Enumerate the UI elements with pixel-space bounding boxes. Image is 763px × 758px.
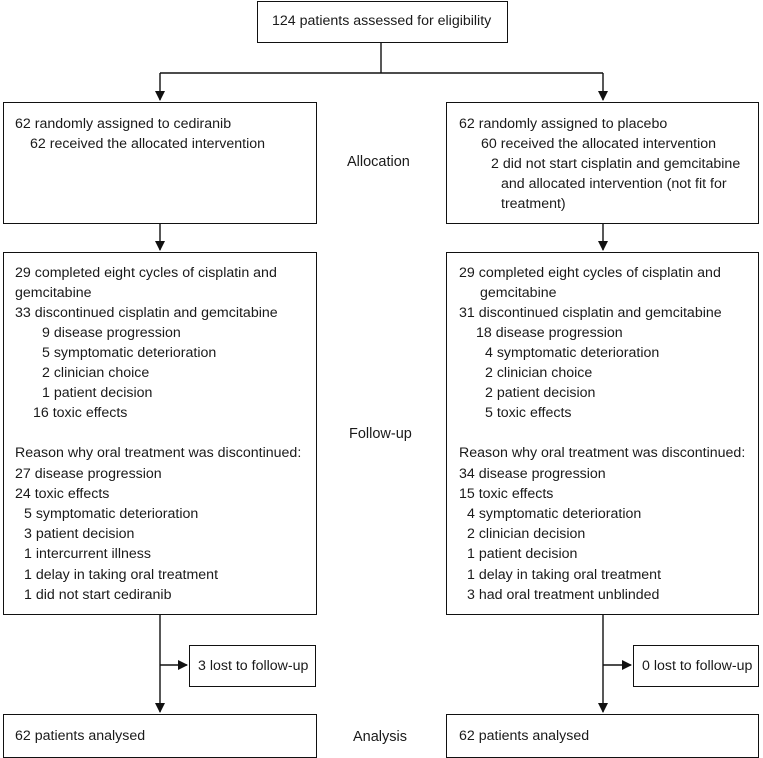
right-allocation-line: treatment) xyxy=(501,196,566,212)
right-followup-line: 4 symptomatic deterioration xyxy=(485,345,660,361)
right-followup-line: 15 toxic effects xyxy=(459,486,554,502)
left-followup-box: 29 completed eight cycles of cisplatin a… xyxy=(3,252,317,615)
left-followup-line: 2 clinician choice xyxy=(42,365,150,381)
right-analysis-box: 62 patients analysed xyxy=(446,714,759,758)
right-followup-line: 2 clinician choice xyxy=(485,365,593,381)
left-followup-line: 27 disease progression xyxy=(15,466,162,482)
right-followup-box: 29 completed eight cycles of cisplatin a… xyxy=(446,252,759,615)
right-followup-line: 2 clinician decision xyxy=(467,526,586,542)
stage-label-allocation: Allocation xyxy=(347,154,410,170)
left-followup-line: 1 delay in taking oral treatment xyxy=(24,567,219,583)
right-followup-line: 5 toxic effects xyxy=(485,405,572,421)
right-followup-line: 2 patient decision xyxy=(485,385,596,401)
stage-label-follow-up: Follow-up xyxy=(349,426,412,442)
left-followup-line: 1 patient decision xyxy=(42,385,153,401)
right-followup-line: 3 had oral treatment unblinded xyxy=(467,587,660,603)
right-followup-line: gemcitabine xyxy=(480,285,557,301)
stage-label-analysis: Analysis xyxy=(353,729,407,745)
left-allocation-line: 62 randomly assigned to cediranib xyxy=(15,116,232,132)
left-followup-line: Reason why oral treatment was discontinu… xyxy=(15,445,302,461)
right-allocation-line: 2 did not start cisplatin and gemcitabin… xyxy=(491,156,741,172)
left-followup-line: 9 disease progression xyxy=(42,325,181,341)
left-followup-line: 5 symptomatic deterioration xyxy=(42,345,217,361)
left-followup-line: 1 did not start cediranib xyxy=(24,587,172,603)
left-lost-text: 3 lost to follow-up xyxy=(198,658,309,674)
left-followup-line: 29 completed eight cycles of cisplatin a… xyxy=(15,265,277,281)
left-followup-line: gemcitabine xyxy=(15,285,92,301)
left-allocation-box: 62 randomly assigned to cediranib 62 rec… xyxy=(3,102,317,224)
right-allocation-box: 62 randomly assigned to placebo 60 recei… xyxy=(446,102,759,224)
right-allocation-line: 60 received the allocated intervention xyxy=(481,136,717,152)
right-followup-line: 29 completed eight cycles of cisplatin a… xyxy=(459,265,721,281)
right-followup-line: 31 discontinued cisplatin and gemcitabin… xyxy=(459,305,722,321)
eligibility-text: 124 patients assessed for eligibility xyxy=(272,13,492,29)
right-allocation-line: 62 randomly assigned to placebo xyxy=(459,116,668,132)
right-followup-line: 18 disease progression xyxy=(476,325,623,341)
right-analysis-text: 62 patients analysed xyxy=(459,728,590,744)
left-followup-line: 1 intercurrent illness xyxy=(24,546,151,562)
left-lost-box: 3 lost to follow-up xyxy=(189,645,316,687)
left-followup-line: 5 symptomatic deterioration xyxy=(24,506,199,522)
right-lost-text: 0 lost to follow-up xyxy=(642,658,753,674)
right-followup-line: 4 symptomatic deterioration xyxy=(467,506,642,522)
right-followup-line: 1 delay in taking oral treatment xyxy=(467,567,662,583)
left-followup-line: 16 toxic effects xyxy=(33,405,128,421)
right-allocation-line: and allocated intervention (not fit for xyxy=(501,176,727,192)
right-lost-box: 0 lost to follow-up xyxy=(633,645,759,687)
left-followup-line: 24 toxic effects xyxy=(15,486,110,502)
right-followup-line: 1 patient decision xyxy=(467,546,578,562)
left-analysis-text: 62 patients analysed xyxy=(15,728,146,744)
left-allocation-line: 62 received the allocated intervention xyxy=(30,136,266,152)
right-followup-line: Reason why oral treatment was discontinu… xyxy=(459,445,746,461)
left-followup-line: 33 discontinued cisplatin and gemcitabin… xyxy=(15,305,278,321)
left-followup-line: 3 patient decision xyxy=(24,526,135,542)
eligibility-box: 124 patients assessed for eligibility xyxy=(257,1,508,43)
right-followup-line: 34 disease progression xyxy=(459,466,606,482)
left-analysis-box: 62 patients analysed xyxy=(3,714,317,758)
